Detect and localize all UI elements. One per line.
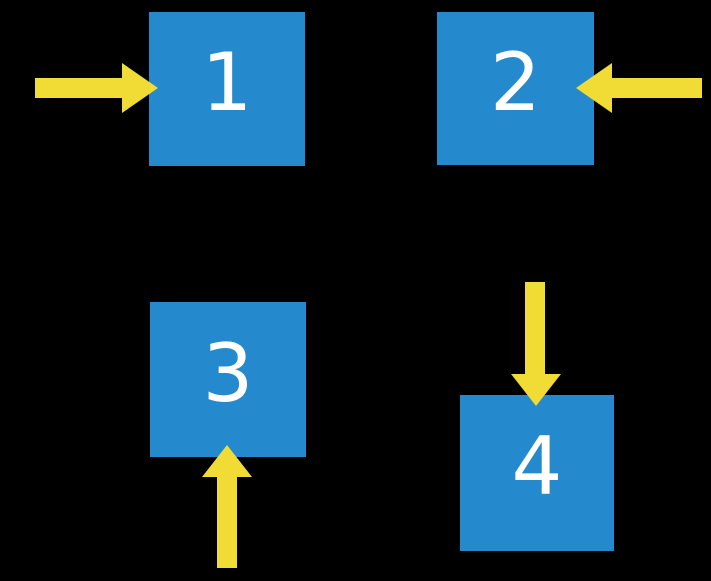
arrow-up-head — [202, 445, 252, 477]
arrow-down-shaft — [525, 282, 545, 375]
arrow-down-icon — [511, 282, 561, 406]
arrow-right-head — [122, 63, 158, 113]
arrow-right-shaft — [35, 78, 123, 98]
arrow-down-head — [511, 374, 561, 406]
square-3-label: 3 — [202, 326, 254, 420]
square-4: 4 — [460, 395, 614, 551]
arrow-up-shaft — [217, 477, 237, 568]
arrow-up-icon — [202, 445, 252, 568]
square-1-label: 1 — [201, 36, 253, 129]
arrow-left-head — [576, 63, 612, 113]
square-1: 1 — [149, 12, 305, 166]
square-3: 3 — [150, 302, 306, 457]
square-4-label: 4 — [511, 420, 563, 513]
square-2: 2 — [437, 12, 594, 165]
arrow-left-icon — [576, 63, 702, 113]
square-2-label: 2 — [490, 35, 541, 129]
arrow-left-shaft — [612, 78, 702, 98]
arrow-right-icon — [35, 63, 158, 113]
